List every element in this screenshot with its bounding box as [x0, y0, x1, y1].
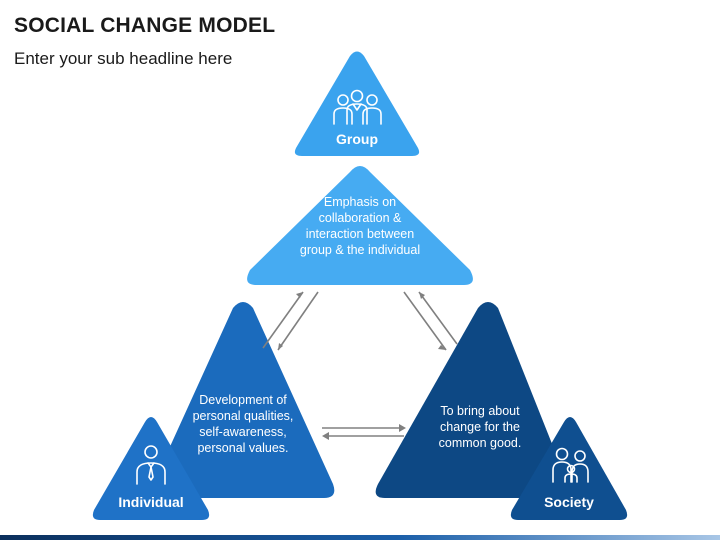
society-label-triangle [510, 417, 628, 520]
person-icon [136, 445, 166, 485]
individual-description: Development of personal qualities, self-… [192, 393, 294, 455]
society-description: To bring about change for the common goo… [438, 404, 522, 450]
page-subtitle: Enter your sub headline here [14, 49, 233, 68]
arrows-group-society [403, 291, 458, 351]
family-icon [552, 447, 589, 483]
society-triangle [375, 302, 570, 498]
society-label: Society [544, 494, 594, 510]
group-description: Emphasis on collaboration & interaction … [299, 195, 421, 257]
group-label: Group [336, 131, 378, 147]
individual-label: Individual [118, 494, 184, 510]
page-title: SOCIAL CHANGE MODEL [14, 14, 276, 37]
people-group-icon [333, 89, 382, 125]
group-triangle [247, 166, 473, 285]
arrows-group-individual [262, 291, 319, 351]
arrows-individual-society [322, 424, 406, 440]
footer-accent-bar [0, 535, 720, 540]
individual-triangle [150, 302, 335, 498]
